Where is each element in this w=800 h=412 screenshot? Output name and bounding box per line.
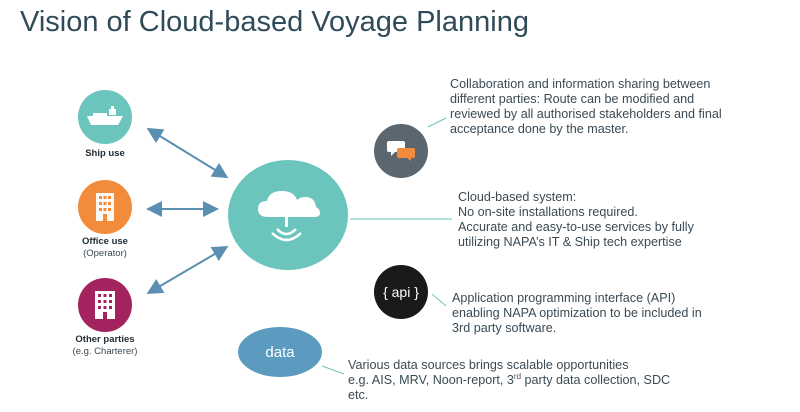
other-parties-label: Other parties (e.g. Charterer) — [72, 334, 138, 357]
cloud-node — [228, 160, 348, 270]
data-label: data — [265, 343, 295, 361]
connector-data — [321, 365, 345, 375]
office-node — [78, 180, 132, 234]
other-parties-node — [78, 278, 132, 332]
office-label: Office use (Operator) — [82, 236, 128, 259]
data-description: Various data sources brings scalable opp… — [348, 358, 671, 402]
collaboration-description: Collaboration and information sharing be… — [450, 77, 722, 136]
connector-api — [431, 293, 447, 307]
apartment-icon — [95, 291, 115, 319]
arrow-ship-cloud — [146, 127, 229, 179]
ship-icon — [87, 106, 123, 125]
ship-label: Ship use — [85, 148, 125, 159]
chat-bubbles-icon — [387, 141, 415, 161]
ship-node — [78, 90, 132, 144]
data-node: data — [238, 327, 322, 377]
cloud-icon — [258, 191, 320, 242]
api-label: { api } — [383, 284, 419, 300]
page-title: Vision of Cloud-based Voyage Planning — [20, 6, 529, 38]
chat-node — [374, 124, 428, 178]
building-icon — [96, 193, 114, 221]
api-node: { api } — [374, 265, 428, 319]
api-description: Application programming interface (API) … — [452, 291, 702, 335]
cloud-description: Cloud-based system: No on-site installat… — [458, 190, 694, 249]
arrow-other-cloud — [146, 245, 229, 295]
connector-collab — [427, 117, 447, 128]
